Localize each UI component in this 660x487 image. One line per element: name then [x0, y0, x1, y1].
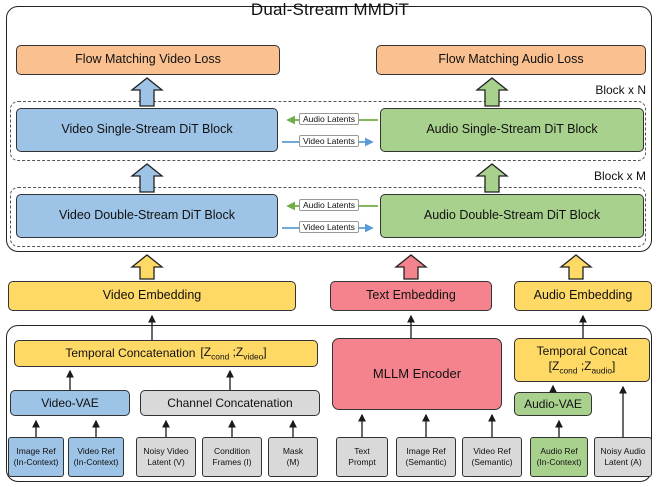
video-double-stream-dit-block: Video Double-Stream DiT Block: [16, 194, 278, 238]
audio-vae-box: Audio-VAE: [514, 392, 592, 416]
input-video-ref-incontext: Video Ref(In-Context): [68, 437, 124, 477]
audio-embedding-box: Audio Embedding: [514, 281, 652, 311]
input-label: Audio Ref: [540, 446, 578, 457]
input-label: Image Ref: [406, 446, 446, 457]
input-sublabel: (Semantic): [471, 457, 513, 467]
input-image-ref-incontext: Image Ref(In-Context): [8, 437, 64, 477]
input-sublabel: (In-Context): [73, 457, 119, 467]
arrow-video-embedding-up: [130, 254, 164, 280]
input-label: Video Ref: [77, 446, 115, 457]
input-label: Noisy Audio: [600, 446, 646, 457]
flow-matching-audio-loss-box: Flow Matching Audio Loss: [376, 45, 646, 75]
input-mask: Mask(M): [268, 437, 318, 477]
input-video-ref-semantic: Video Ref(Semantic): [462, 437, 522, 477]
block-n-label: Block x N: [595, 83, 646, 97]
mmdit-outer-frame: [6, 6, 652, 252]
input-sublabel: Latent (V): [147, 457, 185, 467]
input-sublabel: Prompt: [348, 457, 376, 467]
video-latents-label-m: Video Latents: [299, 221, 359, 234]
audio-double-stream-dit-block: Audio Double-Stream DiT Block: [380, 194, 644, 238]
channel-concatenation-box: Channel Concatenation: [140, 390, 320, 416]
temporal-concat-video-expression: [Zcond ;Zvideo]: [200, 345, 267, 362]
input-audio-ref-incontext: Audio Ref(In-Context): [530, 437, 588, 477]
input-sublabel: Latent (A): [604, 457, 642, 467]
temporal-concat-audio-label: Temporal Concat: [536, 344, 628, 359]
arrow-text-embedding-up: [394, 254, 428, 280]
diagram-title: Dual-Stream MMDiT: [250, 0, 410, 19]
input-label: Condition: [214, 446, 250, 457]
video-single-stream-dit-block: Video Single-Stream DiT Block: [16, 108, 278, 152]
arrow-audio-embedding-up: [559, 254, 593, 280]
temporal-concat-video-label: Temporal Concatenation: [65, 346, 196, 360]
input-label: Noisy Video: [143, 446, 189, 457]
flow-matching-video-loss-box: Flow Matching Video Loss: [16, 45, 280, 75]
audio-latents-label-m: Audio Latents: [299, 199, 359, 212]
input-image-ref-semantic: Image Ref(Semantic): [396, 437, 456, 477]
audio-single-stream-dit-block: Audio Single-Stream DiT Block: [380, 108, 644, 152]
single-stream-block-group: [10, 101, 646, 161]
input-label: Mask: [282, 446, 304, 457]
temporal-concat-audio-box: Temporal Concat [Zcond ;Zaudio]: [514, 338, 650, 382]
input-label: Text: [354, 446, 370, 457]
double-stream-block-group: [10, 187, 646, 247]
mllm-encoder-box: MLLM Encoder: [332, 338, 502, 410]
input-sublabel: (In-Context): [13, 457, 59, 467]
input-sublabel: (Semantic): [405, 457, 447, 467]
video-embedding-box: Video Embedding: [8, 281, 296, 311]
video-vae-box: Video-VAE: [10, 390, 130, 416]
input-processing-frame: [6, 325, 652, 482]
input-sublabel: (In-Context): [536, 457, 582, 467]
temporal-concat-audio-expression: [Zcond ;Zaudio]: [548, 359, 616, 376]
input-label: Video Ref: [473, 446, 511, 457]
text-embedding-box: Text Embedding: [330, 281, 492, 311]
video-latents-label-n: Video Latents: [299, 135, 359, 148]
block-m-label: Block x M: [593, 169, 646, 183]
input-label: Image Ref: [16, 446, 56, 457]
input-sublabel: Frames (I): [212, 457, 252, 467]
audio-latents-label-n: Audio Latents: [299, 113, 359, 126]
temporal-concatenation-video-box: Temporal Concatenation [Zcond ;Zvideo]: [14, 340, 318, 367]
input-sublabel: (M): [286, 457, 300, 467]
